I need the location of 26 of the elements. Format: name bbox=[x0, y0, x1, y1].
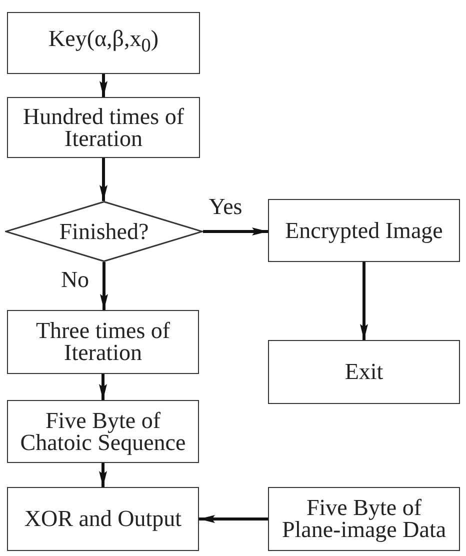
arrow bbox=[199, 515, 268, 523]
process-box bbox=[7, 487, 199, 551]
arrow bbox=[360, 262, 368, 340]
arrow bbox=[100, 74, 108, 97]
decision-diamond bbox=[5, 201, 203, 262]
node-text: Encrypted Image bbox=[284, 220, 444, 242]
arrow bbox=[99, 463, 107, 487]
node-text: XOR and Output bbox=[23, 508, 183, 530]
arrow bbox=[100, 262, 108, 310]
node-text: Hundred times of Iteration bbox=[22, 106, 185, 150]
node-text: Finished? bbox=[58, 220, 150, 242]
process-box bbox=[7, 97, 200, 158]
node-text: Three times of Iteration bbox=[34, 320, 172, 364]
node-text: Key(α,β,x$_{0}$) bbox=[48, 28, 160, 58]
arrow bbox=[99, 374, 107, 400]
process-box bbox=[268, 340, 460, 404]
node-text: Five Byte of Plane-image Data bbox=[280, 497, 448, 541]
node-text: Exit bbox=[344, 361, 384, 383]
process-box bbox=[268, 199, 460, 262]
node-text: Five Byte of Chatoic Sequence bbox=[19, 410, 187, 454]
process-box bbox=[268, 487, 460, 551]
arrow bbox=[203, 228, 268, 236]
arrow bbox=[100, 158, 108, 201]
process-box bbox=[7, 12, 200, 74]
process-box bbox=[7, 400, 199, 463]
process-box bbox=[7, 310, 199, 374]
